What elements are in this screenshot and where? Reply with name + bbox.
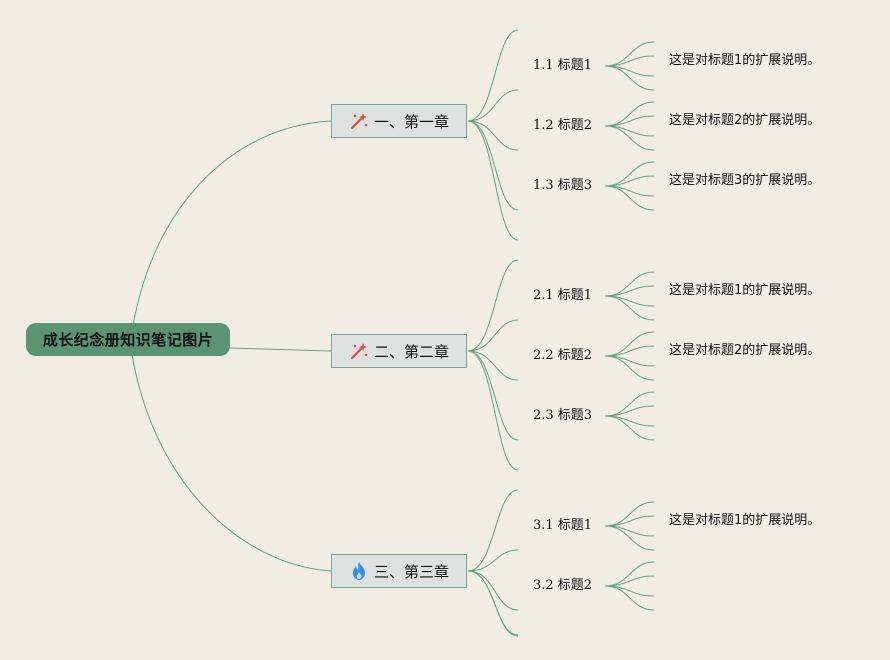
chapter-label: 三、第三章 <box>373 562 449 581</box>
connector-topic-7-leaf-3 <box>604 525 655 537</box>
magic-wand-icon <box>349 111 369 131</box>
chapter-node-1[interactable]: 一、第一章 <box>331 104 467 138</box>
topic-node-1-3[interactable]: 1.3 标题3 <box>533 178 592 194</box>
connector-topic-8-leaf-2 <box>604 575 655 587</box>
connector-topic-3-leaf-4 <box>604 185 655 211</box>
chapter-node-2[interactable]: 二、第二章 <box>331 334 467 368</box>
connector-chapter-1-branch-1 <box>467 29 519 122</box>
topic-description-1-3: 这是对标题3的扩展说明。 <box>669 173 821 188</box>
connector-topic-2-leaf-3 <box>604 125 655 137</box>
connector-chapter-3-branch-1 <box>467 489 519 572</box>
connector-chapter-2-branch-1 <box>467 259 519 352</box>
topic-description-3-1: 这是对标题1的扩展说明。 <box>669 513 821 528</box>
connector-chapter-3-branch-5 <box>467 570 519 637</box>
connector-chapter-2-branch-5 <box>467 350 519 471</box>
connector-topic-6-leaf-2 <box>604 405 655 417</box>
connector-topic-8-leaf-1 <box>604 561 655 587</box>
topic-node-1-1[interactable]: 1.1 标题1 <box>533 58 592 74</box>
topic-node-2-2[interactable]: 2.2 标题2 <box>533 348 592 364</box>
connector-topic-7-leaf-4 <box>604 525 655 551</box>
root-node[interactable]: 成长纪念册知识笔记图片 <box>26 323 230 356</box>
connector-topic-1-leaf-1 <box>604 41 655 67</box>
topic-label: 3.2 标题2 <box>533 578 593 593</box>
topic-node-2-1[interactable]: 2.1 标题1 <box>533 288 592 304</box>
connector-topic-4-leaf-3 <box>604 295 655 307</box>
connector-chapter-1-branch-3 <box>467 120 519 151</box>
connector-topic-3-leaf-3 <box>604 185 655 197</box>
connector-topic-1-leaf-4 <box>604 65 655 91</box>
flame-icon <box>349 561 369 581</box>
topic-label: 1.3 标题3 <box>533 178 593 193</box>
connector-topic-8-leaf-4 <box>604 585 655 611</box>
connector-topic-2-leaf-2 <box>604 115 655 127</box>
connector-topic-7-leaf-1 <box>604 501 655 527</box>
connector-topic-7-leaf-2 <box>604 515 655 527</box>
connector-topic-2-leaf-1 <box>604 101 655 127</box>
topic-description-2-2: 这是对标题2的扩展说明。 <box>669 343 821 358</box>
connector-topic-8-leaf-3 <box>604 585 655 597</box>
connector-chapter-1-branch-5 <box>467 120 519 241</box>
topic-label: 1.2 标题2 <box>533 118 593 133</box>
connector-topic-6-leaf-4 <box>604 415 655 441</box>
connector-topic-1-leaf-3 <box>604 65 655 77</box>
connector-topic-6-leaf-1 <box>604 391 655 417</box>
root-node-label: 成长纪念册知识笔记图片 <box>42 331 214 349</box>
connector-topic-2-leaf-4 <box>604 125 655 151</box>
connector-topic-4-leaf-2 <box>604 285 655 297</box>
topic-node-3-2[interactable]: 3.2 标题2 <box>533 578 592 594</box>
topic-label: 2.1 标题1 <box>533 288 593 303</box>
topic-node-2-3[interactable]: 2.3 标题3 <box>533 408 592 424</box>
connector-topic-5-leaf-3 <box>604 355 655 367</box>
connector-topic-5-leaf-1 <box>604 331 655 357</box>
topic-label: 1.1 标题1 <box>533 58 593 73</box>
connector-chapter-3-branch-2 <box>467 549 519 572</box>
connector-chapter-2-branch-3 <box>467 350 519 381</box>
connector-chapter-3-branch-3 <box>467 570 519 611</box>
connector-topic-5-leaf-4 <box>604 355 655 381</box>
topic-label: 2.2 标题2 <box>533 348 593 363</box>
connector-root-chapter-1 <box>130 120 332 340</box>
connector-topic-1-leaf-2 <box>604 55 655 67</box>
connector-topic-6-leaf-3 <box>604 415 655 427</box>
topic-label: 3.1 标题1 <box>533 518 593 533</box>
chapter-node-3[interactable]: 三、第三章 <box>331 554 467 588</box>
topic-label: 2.3 标题3 <box>533 408 593 423</box>
connector-topic-3-leaf-1 <box>604 161 655 187</box>
connector-root-chapter-3 <box>130 346 332 572</box>
topic-node-3-1[interactable]: 3.1 标题1 <box>533 518 592 534</box>
connector-chapter-3-branch-4 <box>467 570 519 636</box>
connector-topic-4-leaf-4 <box>604 295 655 321</box>
connector-topic-4-leaf-1 <box>604 271 655 297</box>
magic-wand-icon <box>349 341 369 361</box>
chapter-label: 一、第一章 <box>373 112 449 131</box>
chapter-label: 二、第二章 <box>373 342 449 361</box>
connector-root-chapter-2 <box>229 347 332 352</box>
connector-chapter-1-branch-2 <box>467 89 519 122</box>
topic-description-1-1: 这是对标题1的扩展说明。 <box>669 53 821 68</box>
topic-description-2-1: 这是对标题1的扩展说明。 <box>669 283 821 298</box>
connector-topic-3-leaf-2 <box>604 175 655 187</box>
connector-topic-5-leaf-2 <box>604 345 655 357</box>
topic-description-1-2: 这是对标题2的扩展说明。 <box>669 113 821 128</box>
topic-node-1-2[interactable]: 1.2 标题2 <box>533 118 592 134</box>
connector-chapter-2-branch-2 <box>467 319 519 352</box>
